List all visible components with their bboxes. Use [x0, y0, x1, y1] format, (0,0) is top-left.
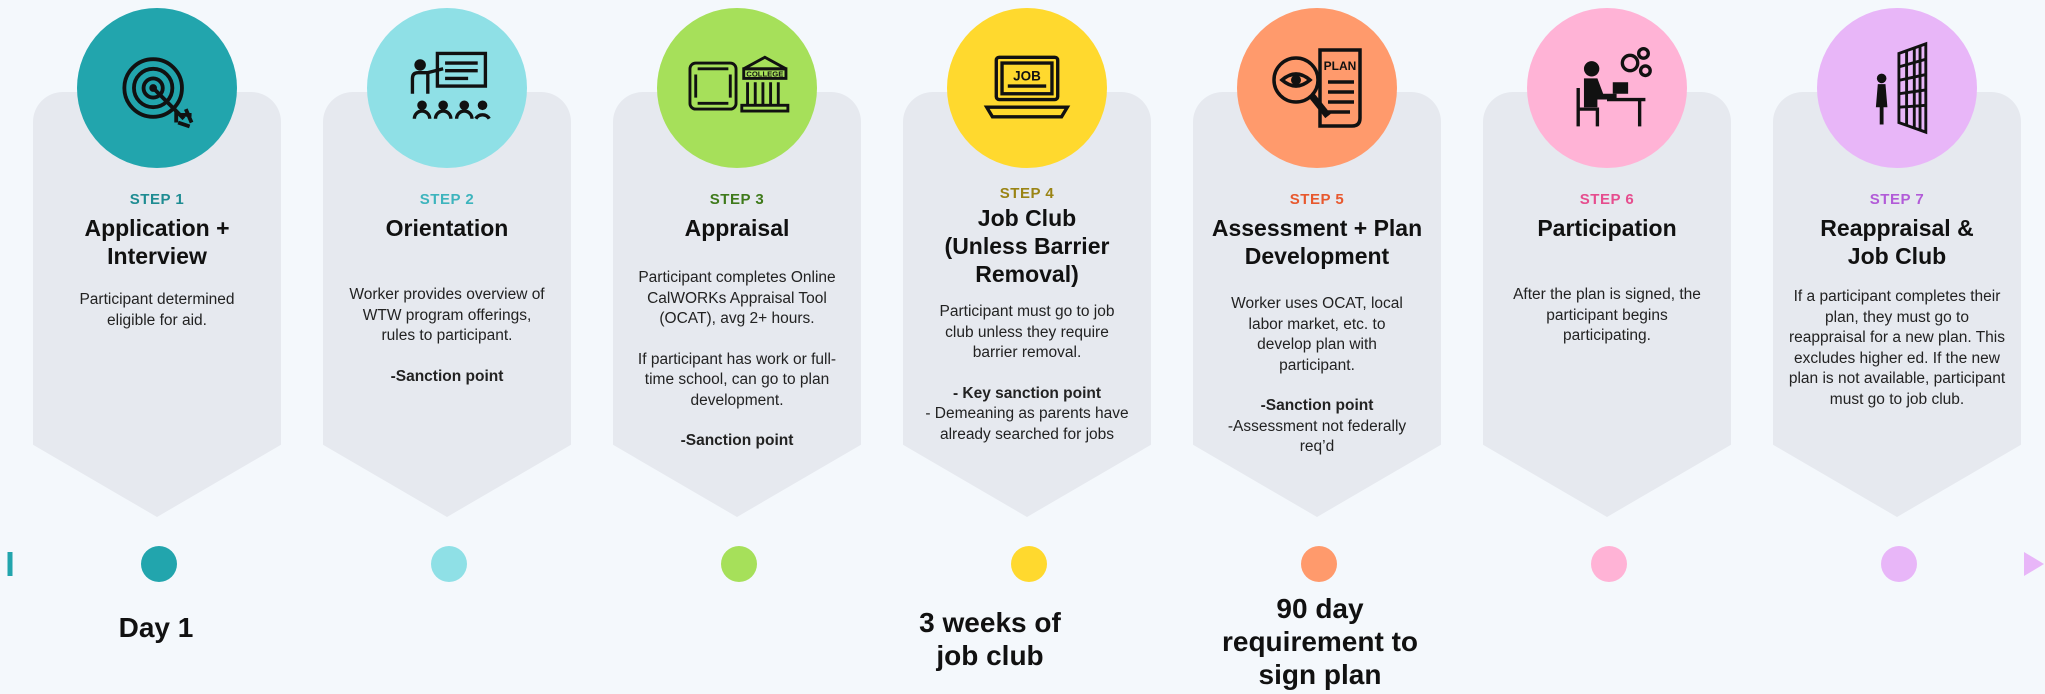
step-description: Participant determined eligible for aid. [55, 290, 259, 331]
step-label: STEP 2 [419, 191, 475, 208]
step-icon-circle: JOB [947, 8, 1107, 168]
timeline-dot-2 [431, 546, 467, 582]
milestone-3-weeks: 3 weeks of job club [919, 607, 1061, 671]
desc-line: -Sanction point [680, 432, 794, 449]
desc-line: - Key sanction point [952, 384, 1102, 402]
desc-line: If a participant completes their plan, t… [1788, 288, 2006, 408]
step-description: Worker uses OCAT, local labor market, et… [1227, 294, 1407, 458]
timeline-dot-4 [1011, 546, 1047, 582]
step-2: STEP 2 Orientation Worker provides overv… [323, 0, 571, 530]
step-label: STEP 7 [1869, 191, 1925, 208]
step-title: Orientation [385, 215, 509, 241]
step-icon-circle: COLLEGE [657, 8, 817, 168]
step-label: STEP 6 [1579, 191, 1635, 208]
svg-text:COLLEGE: COLLEGE [746, 69, 783, 78]
desc-line: After the plan is signed, the participan… [1513, 286, 1701, 344]
job-laptop-icon: JOB [983, 55, 1071, 119]
plan-magnifier-icon: PLAN [1272, 48, 1362, 128]
step-title: Assessment + Plan Development [1211, 215, 1423, 269]
wall-climb-icon [1875, 41, 1928, 135]
desc-line: -Assessment not federally req’d [1227, 417, 1407, 456]
timeline-dot-6 [1591, 546, 1627, 582]
desc-line: -Sanction point [390, 367, 504, 385]
step-title: Participation [1537, 215, 1677, 241]
step-6: STEP 6 Participation After the plan is s… [1483, 0, 1731, 530]
target-icon [122, 57, 194, 129]
step-3: COLLEGE STEP 3 Appraisal Participant com… [613, 0, 861, 530]
step-title: Appraisal [684, 215, 790, 241]
desc-line: Worker provides overview of WTW program … [349, 286, 545, 344]
step-icon-circle [1817, 8, 1977, 168]
milestone-90-day: 90 day requirement to sign plan [1221, 593, 1419, 690]
college-icon: COLLEGE [688, 55, 790, 113]
svg-text:JOB: JOB [1013, 68, 1041, 83]
step-title: Application + Interview [84, 215, 230, 269]
desc-line: -Sanction point [1260, 397, 1374, 414]
desc-line: Participant determined eligible for aid. [79, 291, 235, 329]
worker-desk-icon [1576, 46, 1652, 127]
timeline-dot-7 [1881, 546, 1917, 582]
timeline [7, 546, 2044, 582]
step-icon-circle [1527, 8, 1687, 168]
timeline-arrowhead [2024, 552, 2044, 576]
desc-line: If participant has work or full-time sch… [637, 350, 837, 409]
step-4: JOB STEP 4 Job Club (Unless Barrier Remo… [903, 0, 1151, 530]
step-label: STEP 1 [129, 191, 185, 208]
step-description: After the plan is signed, the participan… [1505, 285, 1709, 347]
desc-line: Participant must go to job club unless t… [939, 303, 1115, 361]
step-description: Participant must go to job club unless t… [925, 302, 1129, 445]
timeline-dot-1 [141, 546, 177, 582]
desc-line: Participant completes Online CalWORKs Ap… [638, 269, 836, 327]
desc-line: - Demeaning as parents have already sear… [925, 405, 1129, 443]
step-icon-circle [367, 8, 527, 168]
step-title: Reappraisal & Job Club [1820, 215, 1974, 269]
step-label: STEP 5 [1289, 191, 1345, 208]
timeline-dot-3 [721, 546, 757, 582]
step-title: Job Club (Unless Barrier Removal) [944, 205, 1110, 287]
step-7: STEP 7 Reappraisal & Job Club If a parti… [1773, 0, 2021, 530]
milestone-day-1: Day 1 [118, 612, 194, 643]
step-description: Participant completes Online CalWORKs Ap… [635, 268, 839, 452]
presentation-icon [410, 51, 491, 120]
step-description: Worker provides overview of WTW program … [345, 285, 549, 387]
svg-text:PLAN: PLAN [1324, 59, 1357, 73]
step-icon-circle [77, 8, 237, 168]
step-label: STEP 4 [999, 185, 1055, 202]
step-icon-circle: PLAN [1237, 8, 1397, 168]
step-label: STEP 3 [709, 191, 765, 208]
step-1: STEP 1 Application + Interview Participa… [33, 0, 281, 530]
step-5: PLAN STEP 5 Assessment + Plan Developmen… [1193, 0, 1441, 530]
step-description: If a participant completes their plan, t… [1787, 287, 2007, 410]
desc-line: Worker uses OCAT, local labor market, et… [1231, 295, 1403, 374]
timeline-dot-5 [1301, 546, 1337, 582]
